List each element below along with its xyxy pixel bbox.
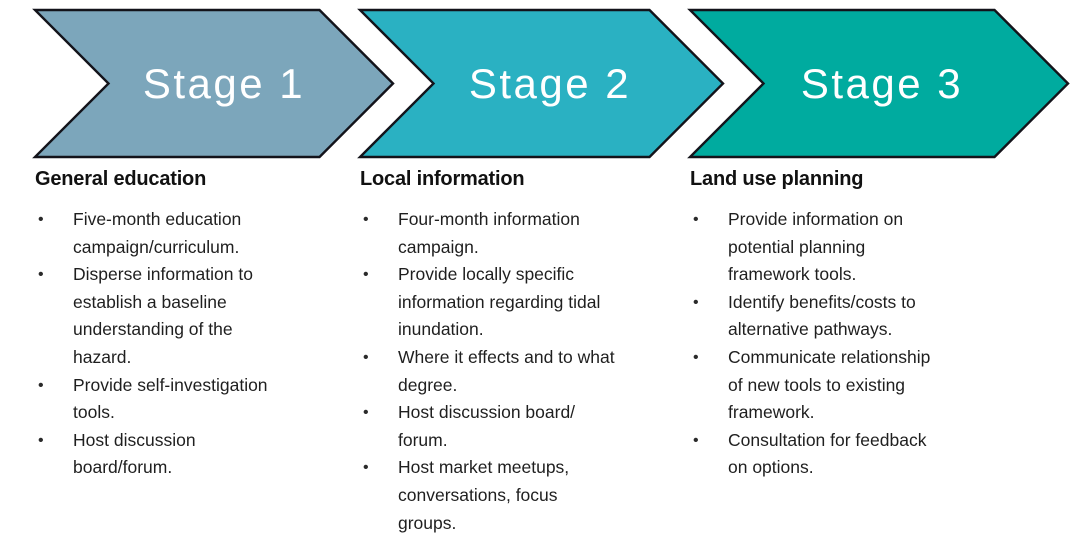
- bullet-marker: •: [363, 266, 369, 284]
- stage-arrows: Stage 1 Stage 2 Stage 3: [32, 8, 1070, 159]
- list-item: • Host discussion board/forum.: [35, 427, 330, 482]
- bullet-text: Consultation for feedback on options.: [728, 429, 927, 478]
- bullet-marker: •: [363, 348, 369, 366]
- list-item: • Provide self-investigation tools.: [35, 372, 330, 427]
- bullet-text: Communicate relationship of new tools to…: [728, 346, 931, 423]
- bullet-marker: •: [693, 293, 699, 311]
- bullet-marker: •: [693, 348, 699, 366]
- bullet-text: Where it effects and to what degree.: [398, 346, 615, 395]
- bullet-text: Provide locally specific information reg…: [398, 264, 601, 340]
- list-item: • Host discussion board/ forum.: [360, 399, 678, 454]
- list-item: • Provide locally specific information r…: [360, 261, 678, 344]
- stage-3-bullet-list: • Provide information on potential plann…: [690, 206, 1000, 482]
- bullet-text: Host market meetups, conversations, focu…: [398, 457, 570, 533]
- bullet-marker: •: [363, 404, 369, 422]
- stage-1-heading: General education: [35, 168, 207, 190]
- stage-3-heading: Land use planning: [690, 168, 864, 190]
- stage-1-arrow: [32, 8, 395, 159]
- stage-3-details: Land use planning • Provide information …: [690, 168, 1000, 482]
- bullet-marker: •: [38, 376, 44, 394]
- bullet-marker: •: [363, 211, 369, 228]
- bullet-text: Five-month education campaign/curriculum…: [73, 209, 242, 257]
- bullet-marker: •: [693, 211, 699, 228]
- bullet-text: Identify benefits/costs to alternative p…: [728, 291, 916, 340]
- stage-2-details: Local information • Four-month informati…: [360, 168, 678, 537]
- bullet-marker: •: [38, 431, 44, 449]
- bullet-text: Provide self-investigation tools.: [73, 374, 268, 423]
- stage-3-label: Stage 3: [801, 60, 963, 107]
- list-item: • Where it effects and to what degree.: [360, 344, 678, 399]
- list-item: • Provide information on potential plann…: [690, 206, 1000, 289]
- bullet-text: Host discussion board/ forum.: [398, 402, 576, 450]
- list-item: • Host market meetups, conversations, fo…: [360, 454, 678, 537]
- stage-2-arrow: [357, 8, 725, 159]
- list-item: • Four-month information campaign.: [360, 206, 678, 261]
- stage-1-bullet-list: • Five-month education campaign/curricul…: [35, 206, 330, 482]
- bullet-marker: •: [363, 459, 369, 477]
- stage-2-label: Stage 2: [469, 60, 631, 107]
- list-item: • Identify benefits/costs to alternative…: [690, 289, 1000, 344]
- bullet-text: Disperse information to establish a base…: [73, 264, 253, 367]
- stage-1-label: Stage 1: [143, 60, 305, 107]
- list-item: • Disperse information to establish a ba…: [35, 261, 330, 371]
- bullet-marker: •: [693, 431, 699, 449]
- bullet-marker: •: [38, 266, 44, 284]
- stage-2-bullet-list: • Four-month information campaign. • Pro…: [360, 206, 678, 537]
- list-item: • Five-month education campaign/curricul…: [35, 206, 330, 261]
- bullet-text: Host discussion board/forum.: [73, 429, 196, 478]
- bullet-marker: •: [38, 211, 44, 228]
- stage-2-heading: Local information: [360, 168, 525, 190]
- bullet-text: Four-month information campaign.: [398, 209, 580, 257]
- list-item: • Consultation for feedback on options.: [690, 427, 1000, 482]
- bullet-text: Provide information on potential plannin…: [728, 209, 904, 285]
- stage-3-arrow: [687, 8, 1070, 159]
- stage-1-details: General education • Five-month education…: [35, 168, 330, 482]
- list-item: • Communicate relationship of new tools …: [690, 344, 1000, 427]
